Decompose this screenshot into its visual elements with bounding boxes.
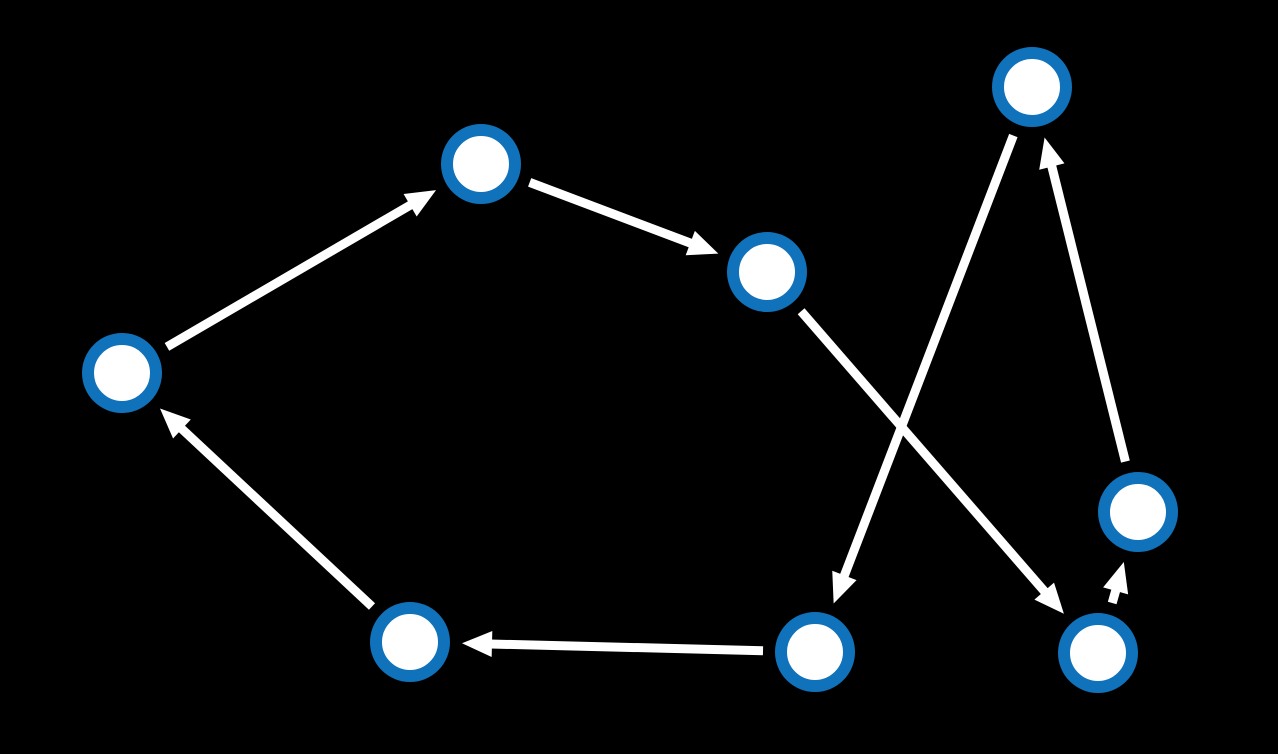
graph-node-upper-left <box>441 124 521 204</box>
arrowhead-icon <box>1103 562 1129 595</box>
arrowhead-icon <box>832 570 857 604</box>
graph-node-left <box>82 333 162 413</box>
nodes-layer <box>82 47 1178 693</box>
graph-edge-node-left-to-node-upper-left <box>164 200 415 351</box>
graph-node-bottom-right <box>1058 613 1138 693</box>
edges-layer <box>160 133 1130 658</box>
graph-edge-node-upper-left-to-node-center <box>528 178 694 248</box>
graph-edge-node-bottom-left-to-node-left <box>177 424 376 610</box>
graph-node-bottom-left <box>370 602 450 682</box>
graph-node-top-right <box>992 47 1072 127</box>
graph-edge-node-bottom-center-to-node-bottom-left <box>489 639 764 656</box>
arrowhead-icon <box>685 230 719 256</box>
graph-node-bottom-center <box>775 612 855 692</box>
arrowhead-icon <box>1039 137 1065 170</box>
arrowhead-icon <box>160 408 191 439</box>
arrowhead-icon <box>1034 582 1064 614</box>
graph-edge-node-right-to-node-top-right <box>1046 163 1130 463</box>
graph-node-right <box>1098 472 1178 552</box>
graph-edge-node-top-right-to-node-bottom-center <box>839 133 1018 579</box>
graph-edge-node-bottom-right-to-node-right <box>1107 587 1121 605</box>
graph-edge-node-center-to-node-bottom-right <box>797 308 1049 596</box>
graph-node-center <box>727 232 807 312</box>
arrowhead-icon <box>461 631 493 658</box>
arrowhead-icon <box>403 190 437 217</box>
